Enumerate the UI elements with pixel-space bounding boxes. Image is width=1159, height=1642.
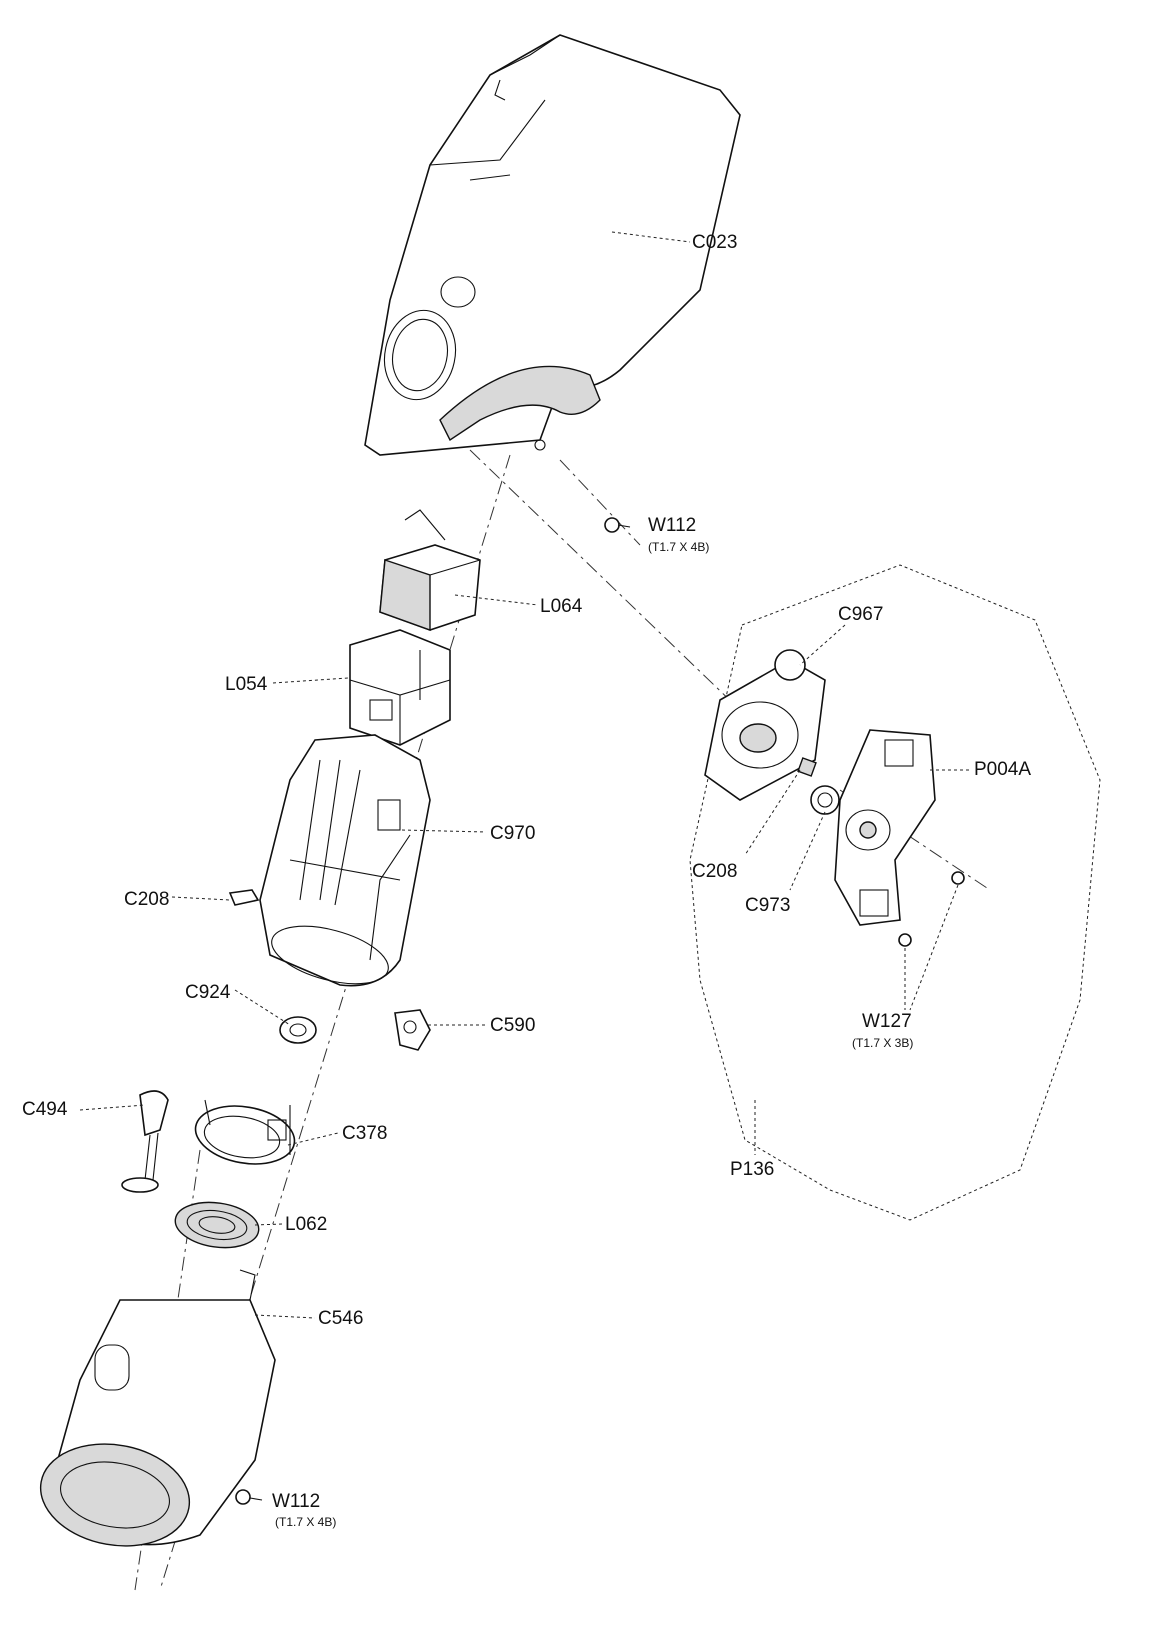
- c973-part: [810, 785, 840, 815]
- c023-button-hole: [440, 276, 476, 308]
- label-p136: P136: [730, 1159, 775, 1180]
- c208-left-part: [228, 889, 260, 906]
- assembly-axis-main: [159, 454, 511, 1591]
- c023-top-housing: [364, 34, 741, 456]
- label-c924: C924: [185, 982, 231, 1003]
- c494-part: [121, 1090, 169, 1193]
- label-p004a: P004A: [974, 759, 1032, 780]
- leader-c023: [611, 231, 691, 243]
- l054-part: [349, 629, 451, 746]
- leader-c924: [234, 989, 291, 1026]
- label-l054: L054: [225, 674, 268, 695]
- label-c208-left: C208: [124, 889, 170, 910]
- c378-ring: [194, 1099, 296, 1165]
- label-l062: L062: [285, 1214, 328, 1235]
- c970-barrel: [259, 734, 431, 987]
- leader-c494: [79, 1104, 146, 1111]
- label-c208-right: C208: [692, 861, 738, 882]
- w112-top-screw: [604, 517, 631, 533]
- label-w127: W127: [862, 1011, 912, 1032]
- label-c023: C023: [692, 232, 738, 253]
- leader-c546: [254, 1314, 316, 1319]
- l062-lens: [174, 1201, 260, 1249]
- label-c973: C973: [745, 895, 791, 916]
- c967-part: [704, 649, 826, 801]
- leader-c378: [287, 1132, 339, 1146]
- label-w112-bottom: W112: [272, 1491, 321, 1512]
- c590-part: [394, 1009, 431, 1051]
- c924-part: [279, 1016, 317, 1044]
- c208-right-part: [797, 757, 817, 777]
- leader-c970: [401, 829, 487, 833]
- leader-l062: [254, 1223, 283, 1226]
- leader-c973: [789, 811, 826, 891]
- spec-w127: (T1.7 X 3B): [852, 1036, 914, 1050]
- leader-c208-right: [744, 769, 801, 856]
- label-w112-top: W112: [648, 515, 697, 536]
- label-l064: L064: [540, 596, 583, 617]
- c023-lens-window: [383, 309, 457, 401]
- spec-w112-top: (T1.7 X 4B): [648, 540, 710, 554]
- w112-bottom-screw: [235, 1489, 263, 1505]
- l064-part: [379, 509, 481, 631]
- label-c967: C967: [838, 604, 884, 625]
- leader-c967: [799, 624, 846, 666]
- spec-w112-bottom: (T1.7 X 4B): [275, 1515, 337, 1529]
- label-c378: C378: [342, 1123, 388, 1144]
- leader-l054: [272, 677, 349, 684]
- p136-board-outline: [689, 564, 1101, 1221]
- leader-c208-left: [171, 896, 231, 901]
- leader-w127-a: [909, 884, 959, 1011]
- w127-screws: [898, 871, 965, 947]
- c546-cap: [39, 1269, 276, 1547]
- label-c546: C546: [318, 1308, 364, 1329]
- leader-l064: [454, 594, 539, 606]
- assembly-axis-screw: [559, 459, 641, 546]
- label-c970: C970: [490, 823, 536, 844]
- label-c590: C590: [490, 1015, 536, 1036]
- assembly-axis-secondary: [469, 449, 741, 711]
- label-c494: C494: [22, 1099, 68, 1120]
- p004a-board: [834, 729, 936, 926]
